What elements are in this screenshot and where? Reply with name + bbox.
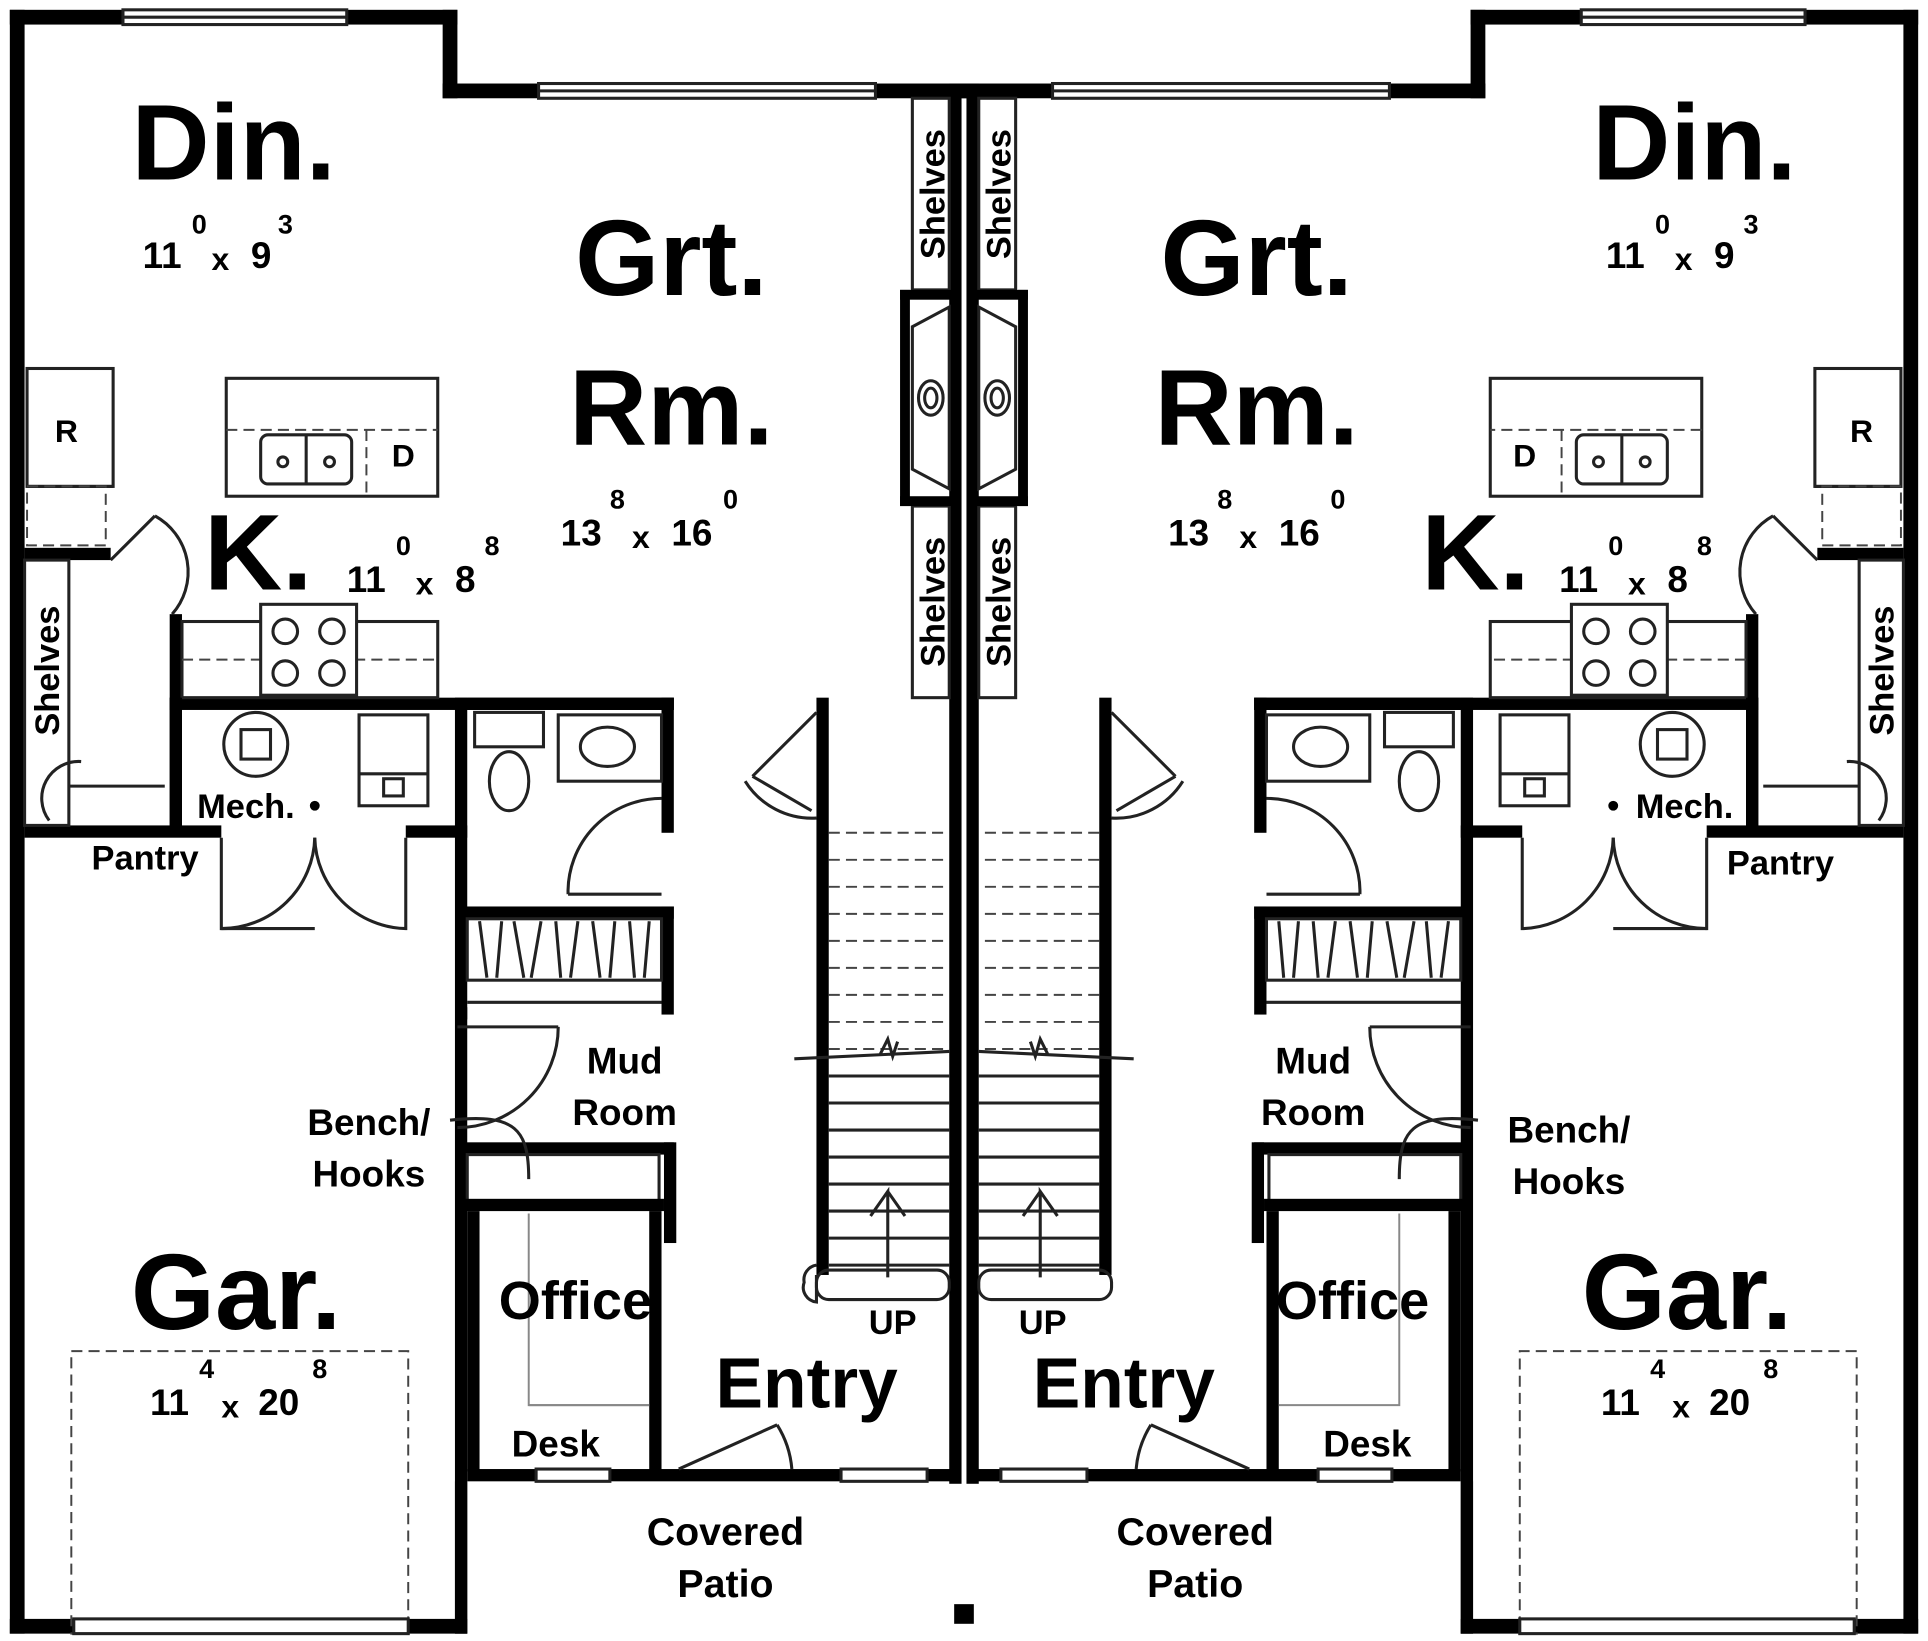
kitchen-label: K. [1421,492,1529,613]
fridge-label: R [1850,413,1873,449]
mud-room-label-1: Mud [1275,1041,1351,1082]
svg-text:4: 4 [1650,1354,1665,1384]
svg-text:0: 0 [1655,209,1670,239]
garage-label: Gar. [1582,1231,1793,1352]
kitchen-label: K. [204,492,312,613]
dining-label: Din. [1592,81,1796,202]
svg-text:0: 0 [396,531,411,561]
fridge-label: R [55,413,78,449]
svg-text:x: x [632,519,650,555]
great-room-dimension: 13 8 x 16 0 [561,485,738,555]
dining-dimension: 11 0 x 9 3 [1606,209,1759,277]
svg-text:8: 8 [610,485,625,515]
office-label: Office [1276,1271,1429,1331]
svg-text:11: 11 [1601,1382,1640,1423]
bench-label-1: Bench/ [307,1102,430,1143]
svg-text:16: 16 [671,512,712,553]
svg-text:8: 8 [484,531,499,561]
garage-label: Gar. [131,1231,342,1352]
lower-shelves-label: Shelves [914,537,952,667]
svg-text:x: x [1239,519,1257,555]
svg-text:8: 8 [1667,559,1688,600]
patio-label-2: Patio [677,1562,773,1606]
great-room-dimension: 13 8 x 16 0 [1168,485,1345,555]
entry-label: Entry [1033,1344,1216,1424]
great-room-label-line1: Grt. [575,197,767,318]
mud-room-label-1: Mud [587,1041,663,1082]
pantry-label: Pantry [1727,845,1834,883]
svg-text:8: 8 [312,1354,327,1384]
svg-text:0: 0 [192,209,207,239]
great-room-label-line2: Rm. [1154,347,1358,468]
great-room-label-line2: Rm. [569,347,773,468]
svg-text:16: 16 [1279,512,1320,553]
great-room-label-line1: Grt. [1160,197,1352,318]
svg-text:x: x [211,241,229,277]
svg-text:x: x [221,1388,239,1424]
svg-text:4: 4 [199,1354,214,1384]
labels-right: Din. 11 0 x 9 3 Grt. Rm. 13 8 x 16 0 K. … [981,81,1902,1605]
entry-label: Entry [715,1344,898,1424]
dishwasher-label: D [392,438,415,474]
upper-shelves-label: Shelves [981,129,1019,259]
pantry-shelves-label: Shelves [1864,606,1902,736]
svg-text:8: 8 [455,559,476,600]
svg-text:11: 11 [1606,235,1645,276]
patio-label-1: Covered [647,1510,804,1554]
svg-text:8: 8 [1763,1354,1778,1384]
svg-text:9: 9 [1714,235,1735,276]
patio-label-1: Covered [1116,1510,1273,1554]
kitchen-dimension: 11 0 x 8 8 [347,531,500,601]
mech-label: Mech. [1636,788,1734,826]
bench-label-2: Hooks [1513,1161,1626,1202]
svg-text:20: 20 [1709,1382,1750,1423]
office-label: Office [499,1271,652,1331]
patio-label-2: Patio [1147,1562,1243,1606]
svg-text:11: 11 [143,235,182,276]
up-label: UP [1019,1304,1067,1342]
svg-text:11: 11 [347,559,386,600]
pantry-label: Pantry [92,840,199,878]
mech-label: Mech. [197,788,295,826]
svg-text:8: 8 [1697,531,1712,561]
bench-label-1: Bench/ [1507,1109,1630,1150]
desk-label: Desk [512,1424,601,1465]
svg-text:11: 11 [150,1382,189,1423]
svg-text:0: 0 [723,485,738,515]
unit-left [9,8,972,1636]
up-label: UP [869,1304,917,1342]
desk-label: Desk [1323,1424,1412,1465]
garage-dimension: 11 4 x 20 8 [150,1354,327,1424]
svg-text:11: 11 [1559,559,1598,600]
svg-text:x: x [416,566,434,602]
garage-dimension: 11 4 x 20 8 [1601,1354,1778,1424]
upper-shelves-label: Shelves [914,129,952,259]
kitchen-dimension: 11 0 x 8 8 [1559,531,1712,601]
unit-right [956,8,1919,1636]
svg-text:x: x [1675,241,1693,277]
svg-text:3: 3 [278,209,293,239]
svg-text:20: 20 [258,1382,299,1423]
mud-room-label-2: Room [1261,1092,1365,1133]
svg-text:x: x [1628,566,1646,602]
pantry-shelves-label: Shelves [29,606,67,736]
labels-left: Din. 11 0 x 9 3 Grt. Rm. 13 8 x 16 0 K. … [29,81,952,1605]
dining-label: Din. [131,81,335,202]
svg-text:13: 13 [1168,512,1209,553]
dishwasher-label: D [1513,438,1536,474]
bench-label-2: Hooks [313,1154,426,1195]
lower-shelves-label: Shelves [981,537,1019,667]
svg-text:8: 8 [1217,485,1232,515]
svg-text:13: 13 [561,512,602,553]
svg-text:x: x [1672,1388,1690,1424]
mud-room-label-2: Room [572,1092,676,1133]
svg-text:0: 0 [1608,531,1623,561]
svg-text:3: 3 [1744,209,1759,239]
svg-text:9: 9 [251,235,272,276]
dining-dimension: 11 0 x 9 3 [143,209,293,277]
svg-text:0: 0 [1330,485,1345,515]
